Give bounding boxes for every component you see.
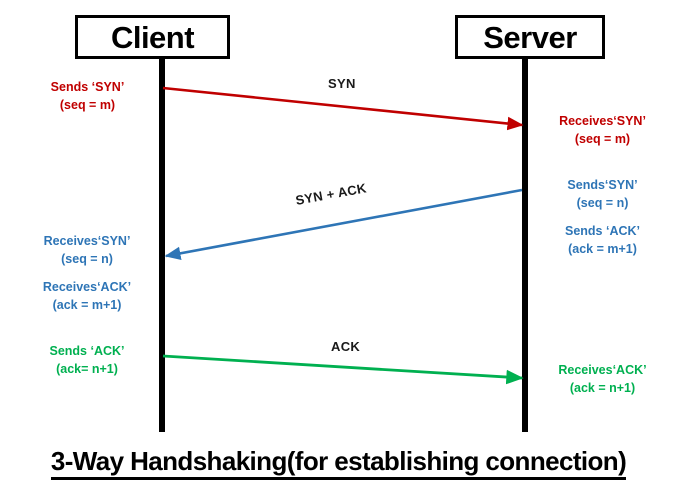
note-line-2: (seq = n): [576, 196, 629, 211]
note-line-1: Sends‘SYN’: [567, 178, 638, 192]
note-line-1: Receives‘ACK’: [42, 280, 132, 294]
note-line-1: Sends ‘ACK’: [49, 344, 125, 358]
message-arrow-syn: [162, 86, 524, 131]
note-client-receives-syn: Receives‘SYN’ (seq = n): [22, 232, 152, 268]
note-server-sends-ack: Sends ‘ACK’ (ack = m+1): [540, 222, 665, 258]
message-arrow-syn-ack: [164, 188, 523, 260]
lifeline-server: [522, 57, 528, 432]
arrow-label-syn-ack: SYN + ACK: [294, 180, 368, 208]
note-line-2: (seq = m): [59, 98, 116, 113]
note-line-1: Receives‘ACK’: [558, 363, 647, 377]
note-client-receives-ack: Receives‘ACK’ (ack = m+1): [22, 278, 152, 314]
note-server-sends-syn: Sends‘SYN’ (seq = n): [540, 176, 665, 212]
participant-box-client: Client: [75, 15, 230, 59]
note-line-1: Sends ‘ACK’: [564, 224, 640, 238]
participant-label-server: Server: [483, 19, 577, 55]
arrow-label-syn: SYN: [328, 76, 356, 91]
diagram-caption: 3-Way Handshaking(for establishing conne…: [0, 446, 677, 480]
note-line-2: (seq = n): [61, 252, 113, 267]
note-client-sends-syn: Sends ‘SYN’ (seq = m): [25, 78, 150, 114]
participant-box-server: Server: [455, 15, 605, 59]
note-line-1: Receives‘SYN’: [559, 114, 646, 128]
participant-label-client: Client: [110, 19, 195, 55]
note-line-2: (ack = n+1): [569, 381, 636, 396]
note-line-2: (ack = m+1): [52, 298, 122, 313]
note-line-1: Receives‘SYN’: [43, 234, 131, 248]
note-client-sends-ack: Sends ‘ACK’ (ack= n+1): [22, 342, 152, 378]
message-arrow-ack: [162, 354, 524, 385]
note-line-2: (ack= n+1): [56, 362, 118, 377]
note-line-2: (seq = m): [574, 132, 631, 147]
note-server-receives-syn: Receives‘SYN’ (seq = m): [540, 112, 665, 148]
diagram-caption-text: 3-Way Handshaking(for establishing conne…: [50, 446, 627, 480]
note-server-receives-ack: Receives‘ACK’ (ack = n+1): [540, 361, 665, 397]
note-line-1: Sends ‘SYN’: [50, 80, 125, 94]
lifeline-client: [159, 57, 165, 432]
note-line-2: (ack = m+1): [568, 242, 637, 257]
arrow-label-ack: ACK: [331, 339, 361, 354]
